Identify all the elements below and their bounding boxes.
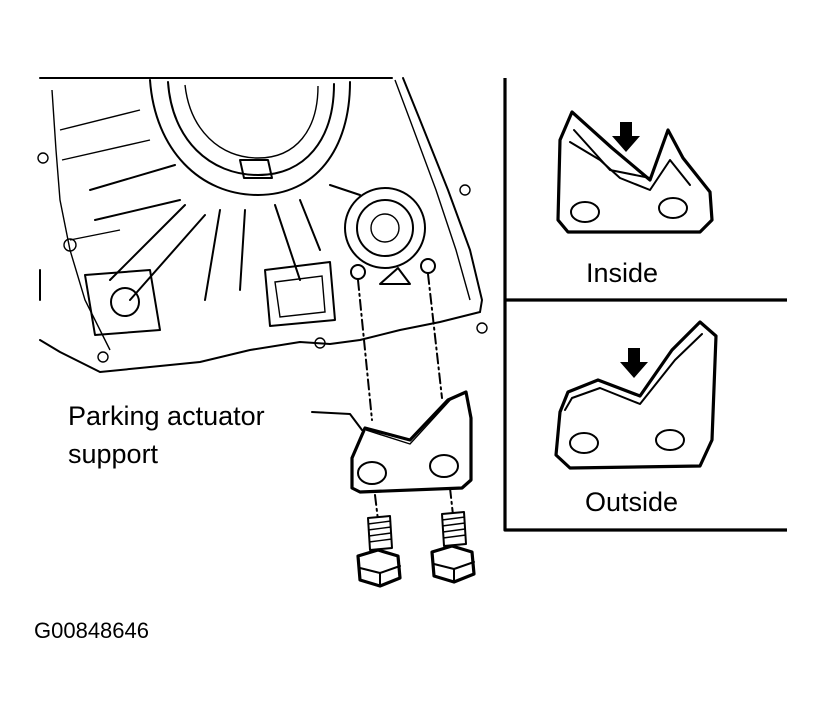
detail-frame xyxy=(503,78,787,532)
arrow-down-icon xyxy=(612,122,640,152)
outside-view-label: Outside xyxy=(585,487,679,517)
callout-part-name-line2: support xyxy=(68,439,159,469)
inside-view-label: Inside xyxy=(586,258,659,288)
arrow-down-icon xyxy=(620,348,648,378)
bolt-icon xyxy=(430,511,476,584)
inside-view-bracket xyxy=(556,110,714,234)
bolt-icon xyxy=(356,515,402,588)
transmission-housing xyxy=(37,77,488,373)
outside-view-bracket xyxy=(554,320,718,470)
callout-part-name-line1: Parking actuator xyxy=(68,401,265,431)
alignment-guides xyxy=(311,273,454,521)
figure-id-label: G00848646 xyxy=(34,618,149,643)
parking-actuator-support xyxy=(350,390,473,494)
